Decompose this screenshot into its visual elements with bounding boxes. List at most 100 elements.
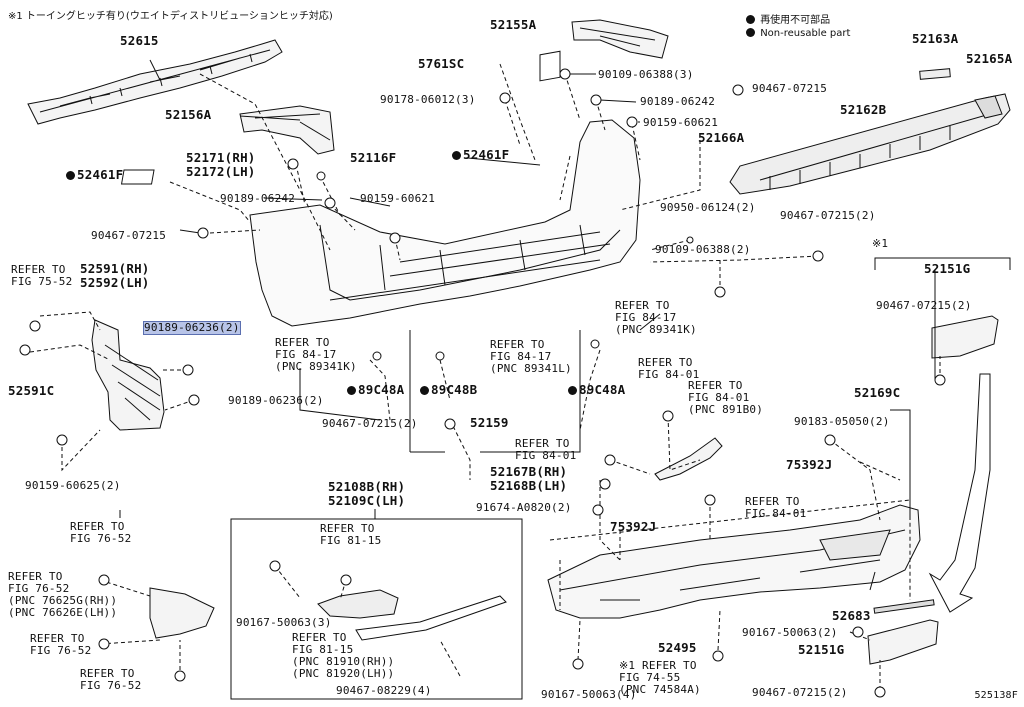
non-reusable-dot-icon [568, 386, 577, 395]
fastener-icon [604, 454, 616, 466]
part-label[interactable]: 90467-07215(2) [322, 417, 418, 430]
part-label[interactable]: 52591C [8, 383, 55, 398]
part-label[interactable]: 89C48A [568, 383, 625, 397]
refer-line: REFER TO [515, 437, 570, 450]
part-label[interactable]: 89C48A [347, 383, 404, 397]
part-label[interactable]: 52592(LH) [80, 275, 150, 290]
part-label[interactable]: 75392J [610, 519, 657, 534]
fastener-icon [19, 344, 31, 356]
part-label[interactable]: 90159-60621 [360, 192, 436, 205]
fastener-icon [592, 504, 604, 516]
part-label[interactable]: 52461F [452, 148, 509, 162]
fastener-icon [812, 250, 824, 262]
part-label[interactable]: 52155A [490, 17, 537, 32]
part-label[interactable]: 52116F [350, 150, 397, 165]
part-label[interactable]: 52495 [658, 640, 697, 655]
part-label[interactable]: 90167-50063(3) [236, 616, 332, 629]
part-label[interactable]: 52166A [698, 130, 745, 145]
part-label[interactable]: 90183-05050(2) [794, 415, 890, 428]
part-52169C-drawing [547, 504, 921, 619]
fastener-icon [372, 351, 382, 361]
refer-line: (PNC 81920(LH)) [292, 667, 395, 680]
part-label[interactable]: 90467-07215(2) [876, 299, 972, 312]
part-label[interactable]: 90189-06242 [640, 95, 716, 108]
refer-line: FIG 84-17 [615, 311, 677, 324]
part-label[interactable]: 90167-50063(2) [742, 626, 838, 639]
part-label[interactable]: 90467-07215 [91, 229, 167, 242]
refer-line: FIG 76-52 [80, 679, 142, 692]
part-52615-drawing [27, 39, 283, 125]
part-label[interactable]: 90159-60625(2) [25, 479, 121, 492]
refer-line: REFER TO [638, 356, 693, 369]
part-label[interactable]: 52168B(LH) [490, 478, 568, 493]
part-label[interactable]: 90178-06012(3) [380, 93, 476, 106]
fastener-icon [714, 286, 726, 298]
part-label[interactable]: 90467-07215(2) [752, 686, 848, 699]
part-label[interactable]: 52108B(RH) [328, 479, 406, 494]
part-label[interactable]: 90109-06388(2) [655, 243, 751, 256]
part-label[interactable]: 52615 [120, 33, 159, 48]
part-label[interactable]: 90950-06124(2) [660, 201, 756, 214]
part-label[interactable]: 52151G [924, 261, 971, 276]
part-label[interactable]: 52169C [854, 385, 901, 400]
part-label[interactable]: 89C48B [420, 383, 477, 397]
part-number-text: 89C48A [358, 382, 405, 397]
part-52151G-top-drawing [931, 315, 999, 359]
part-label[interactable]: 52172(LH) [186, 164, 256, 179]
part-label[interactable]: 90159-60621 [643, 116, 719, 129]
part-number-text: 52461F [77, 167, 124, 182]
part-label[interactable]: 52167B(RH) [490, 464, 568, 479]
fastener-icon [572, 658, 584, 670]
part-label[interactable]: 90189-06236(2) [228, 394, 324, 407]
refer-line: (PNC 891B0) [688, 403, 764, 416]
part-label[interactable]: 52109C(LH) [328, 493, 406, 508]
part-label[interactable]: 90467-08229(4) [336, 684, 432, 697]
part-label[interactable]: 90167-50063(4) [541, 688, 637, 701]
part-label[interactable]: 91674-A0820(2) [476, 501, 572, 514]
part-label[interactable]: 52162B [840, 102, 887, 117]
part-label[interactable]: 52591(RH) [80, 261, 150, 276]
part-52591-drawing [91, 319, 165, 431]
refer-line: REFER TO [320, 522, 375, 535]
part-52461F-center-drawing [539, 50, 561, 82]
legend-jp-text: 再使用不可部品 [760, 15, 831, 26]
part-label[interactable]: 90467-07215 [752, 82, 828, 95]
part-label-highlighted[interactable]: 90189-06236(2) [143, 321, 241, 335]
part-52163A-drawing [919, 68, 951, 80]
part-label[interactable]: 90109-06388(3) [598, 68, 694, 81]
fastener-icon [599, 478, 611, 490]
part-label[interactable]: 52165A [966, 51, 1013, 66]
part-label[interactable]: 75392J [786, 457, 833, 472]
fastener-icon [874, 686, 886, 698]
fastener-icon [499, 92, 511, 104]
part-label[interactable]: 5761SC [418, 56, 465, 71]
part-label[interactable]: 52151G [798, 642, 845, 657]
fastener-icon [324, 197, 336, 209]
part-label[interactable]: 52461F [66, 168, 123, 182]
part-label[interactable]: 52683 [832, 608, 871, 623]
fastener-icon [852, 626, 864, 638]
part-label[interactable]: 52163A [912, 31, 959, 46]
refer-line: FIG 76-52 [30, 644, 92, 657]
part-label[interactable]: 90467-07215(2) [780, 209, 876, 222]
part-label[interactable]: 52171(RH) [186, 150, 256, 165]
part-label[interactable]: 90189-06242 [220, 192, 296, 205]
part-label[interactable]: 52159 [470, 415, 509, 430]
part-label[interactable]: 52156A [165, 107, 212, 122]
refer-line: FIG 74-55 [619, 671, 681, 684]
